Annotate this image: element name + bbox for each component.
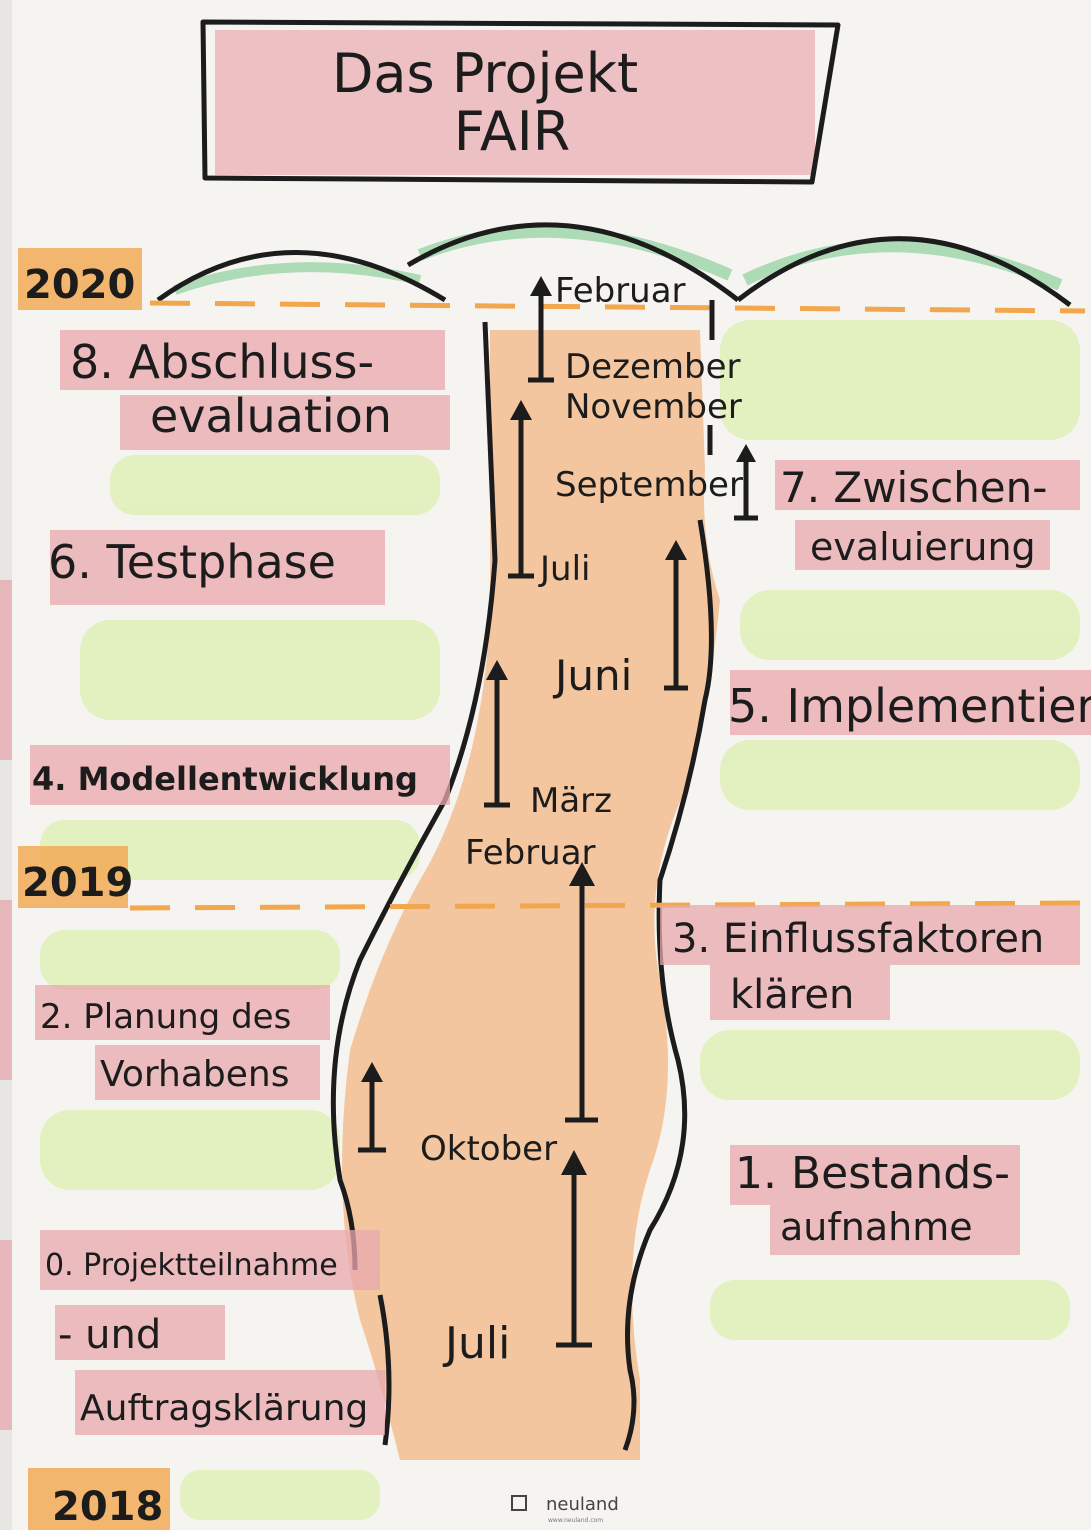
title-line-2: FAIR <box>454 100 571 163</box>
phase-3-line-1: 3. Einflussfaktoren <box>672 916 1044 962</box>
phase-2-line-1: 2. Planung des <box>40 997 291 1037</box>
phase-1-line-1: 1. Bestands- <box>735 1148 1010 1199</box>
phase-5: 5. Implementierun <box>728 679 1091 733</box>
year-2018: 2018 <box>52 1484 163 1530</box>
title-line-1: Das Projekt <box>332 42 638 105</box>
year-2019: 2019 <box>22 860 133 906</box>
phase-6: 6. Testphase <box>48 535 336 589</box>
month-oktober: Oktober <box>420 1129 557 1169</box>
phase-7-line-1: 7. Zwischen- <box>780 463 1047 512</box>
phase-2-line-2: Vorhabens <box>100 1054 289 1095</box>
phase-8-line-2: evaluation <box>150 389 392 443</box>
phase-8-line-1: 8. Abschluss- <box>70 335 374 389</box>
phase-7-line-2: evaluierung <box>810 525 1036 569</box>
month-februar-2020: Februar <box>555 271 686 311</box>
month-september: September <box>555 465 743 505</box>
phase-0-line-2: - und <box>58 1312 161 1358</box>
month-dezember: Dezember <box>565 347 740 387</box>
phase-1-line-2: aufnahme <box>780 1205 973 1249</box>
month-november: November <box>565 387 742 427</box>
brand-url: www.neuland.com <box>548 1517 603 1524</box>
year-2020: 2020 <box>24 262 135 308</box>
month-februar-2019: Februar <box>465 833 596 873</box>
brand-name: neuland <box>546 1494 619 1515</box>
phase-0-line-1: 0. Projektteilnahme <box>45 1248 338 1283</box>
month-maerz: März <box>530 781 612 821</box>
phase-4: 4. Modellentwicklung <box>32 760 418 798</box>
phase-0-line-3: Auftragsklärung <box>80 1388 368 1429</box>
month-juli-2019: Juli <box>538 549 590 589</box>
phase-3-line-2: klären <box>730 972 854 1018</box>
title-box: Das Projekt FAIR <box>203 22 838 182</box>
month-juli-2018: Juli <box>442 1318 510 1369</box>
month-juni: Juni <box>552 651 632 700</box>
